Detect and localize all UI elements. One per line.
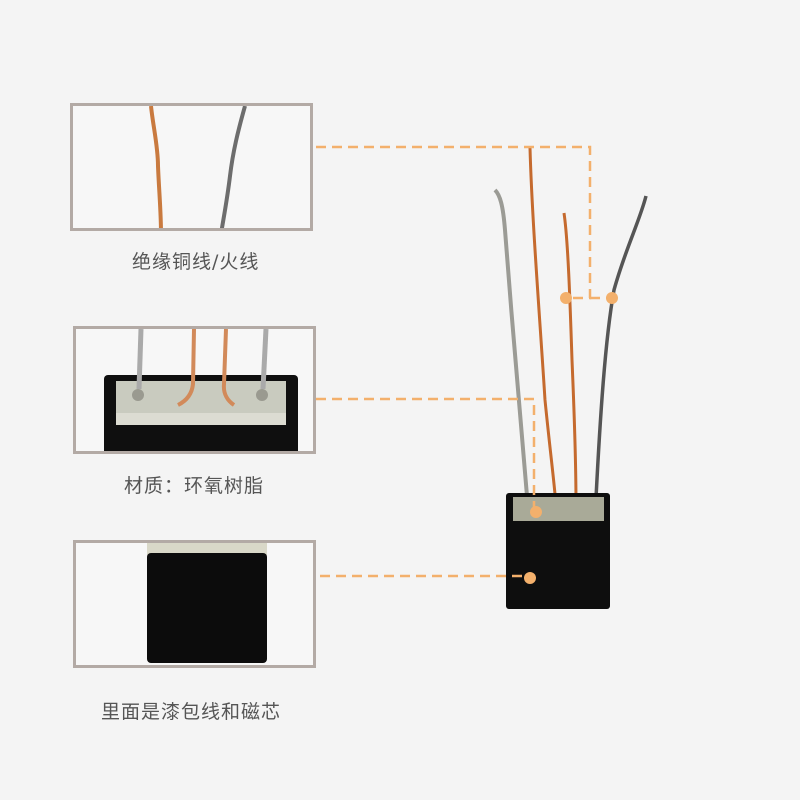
material-closeup-image [104, 329, 298, 451]
marker-dot-body [524, 572, 536, 584]
copper-wire-1 [528, 147, 558, 506]
marker-dot-wire-right [606, 292, 618, 304]
dark-wire-right [594, 195, 648, 499]
leader-line-material [316, 397, 536, 512]
leader-line-wires [316, 145, 592, 300]
inside-closeup-image [147, 543, 267, 663]
marker-dot-wire-left [560, 292, 572, 304]
caption-wires: 绝缘铜线/火线 [132, 251, 260, 273]
material-closeup-panel [73, 326, 316, 454]
marker-dot-epoxy [530, 506, 542, 518]
wires-closeup-image [149, 106, 247, 228]
inside-closeup-panel [73, 540, 316, 668]
caption-material: 材质：环氧树脂 [124, 475, 265, 497]
copper-wire-2 [562, 212, 578, 506]
caption-inside: 里面是漆包线和磁芯 [101, 701, 282, 723]
silver-wire-left [493, 188, 529, 497]
wires-closeup-panel [70, 103, 313, 231]
